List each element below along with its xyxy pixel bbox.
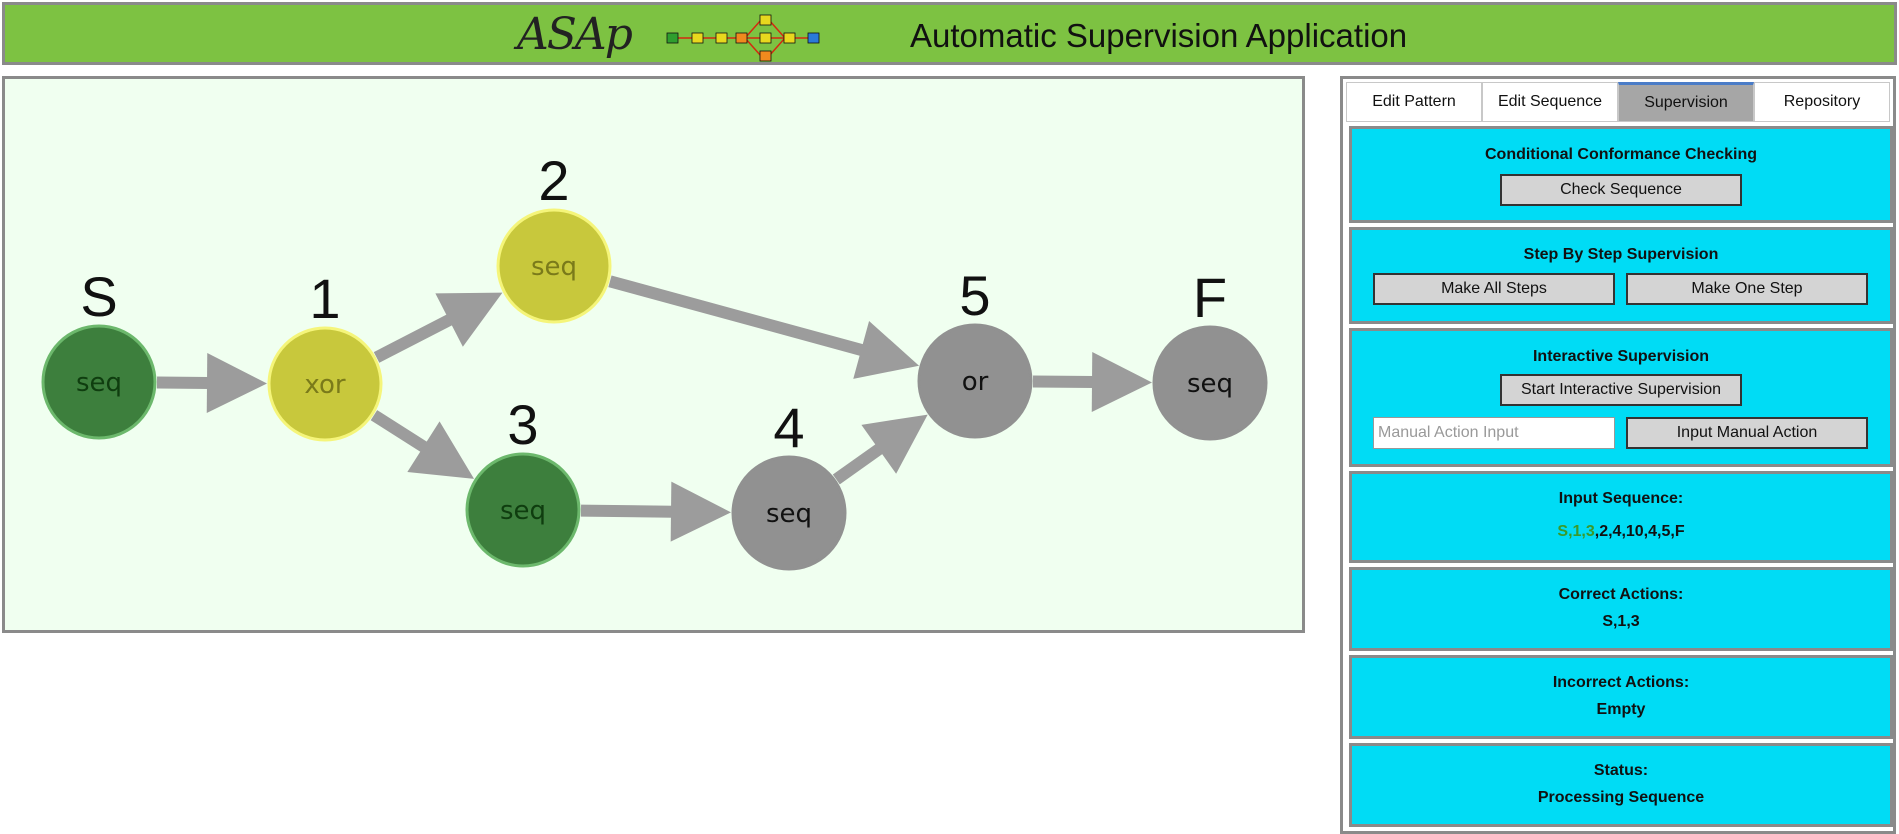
step-by-step-section: Step By Step Supervision Make All Steps … [1349, 227, 1893, 324]
node-type-label: seq [766, 499, 812, 529]
incorrect-actions-value: Empty [1596, 701, 1646, 718]
tab-bar: Edit Pattern Edit Sequence Supervision R… [1346, 82, 1890, 122]
graph-node-3[interactable]: seq 3 [465, 393, 581, 568]
input-sequence-title: Input Sequence: [1558, 490, 1684, 507]
status-title: Status: [1593, 762, 1649, 779]
correct-actions-title: Correct Actions: [1558, 586, 1684, 603]
make-all-steps-button[interactable]: Make All Steps [1373, 273, 1615, 305]
edge-1-3 [370, 410, 475, 479]
graph-node-S[interactable]: seq S [41, 265, 157, 440]
input-sequence-section: Input Sequence: S,1,3,2,4,10,4,5,F [1349, 471, 1893, 563]
node-type-label: seq [76, 368, 122, 398]
app-header: ASAp Automatic Supervision Application [2, 2, 1897, 65]
node-type-label: seq [1187, 369, 1233, 399]
node-id-label: 1 [309, 267, 340, 330]
app-logo-text: ASAp [517, 9, 633, 60]
app-title: Automatic Supervision Application [910, 17, 1408, 54]
edge-2-5 [608, 275, 920, 379]
edge-3-4 [580, 481, 732, 542]
step-by-step-title: Step By Step Supervision [1523, 246, 1719, 263]
graph-node-5[interactable]: or 5 [917, 264, 1033, 439]
status-section: Status: Processing Sequence [1349, 743, 1893, 827]
correct-actions-section: Correct Actions: S,1,3 [1349, 567, 1893, 651]
make-one-step-button[interactable]: Make One Step [1626, 273, 1868, 305]
edge-1-2 [373, 292, 503, 363]
node-id-label: 5 [959, 264, 990, 327]
tab-repository[interactable]: Repository [1754, 82, 1890, 122]
edge-5-F [1032, 351, 1153, 412]
tab-edit-sequence[interactable]: Edit Sequence [1482, 82, 1618, 122]
incorrect-actions-section: Incorrect Actions: Empty [1349, 655, 1893, 739]
interactive-section: Interactive Supervision Start Interactiv… [1349, 328, 1893, 467]
edge-S-1 [156, 352, 268, 413]
node-id-label: 2 [538, 149, 569, 212]
remaining-actions: ,2,4,10,4,5,F [1594, 523, 1685, 540]
graph-node-1[interactable]: xor 1 [267, 267, 383, 442]
incorrect-actions-title: Incorrect Actions: [1552, 674, 1690, 691]
node-type-label: seq [500, 496, 546, 526]
check-sequence-button[interactable]: Check Sequence [1500, 174, 1742, 206]
node-type-label: xor [304, 370, 345, 400]
node-id-label: 4 [773, 396, 804, 459]
manual-action-input[interactable] [1373, 417, 1615, 449]
logo-graph-icon [666, 14, 820, 62]
status-value: Processing Sequence [1537, 789, 1705, 806]
input-sequence-value: S,1,3,2,4,10,4,5,F [1352, 523, 1890, 541]
input-manual-action-button[interactable]: Input Manual Action [1626, 417, 1868, 449]
interactive-title: Interactive Supervision [1532, 348, 1710, 365]
graph-node-2[interactable]: seq 2 [496, 149, 612, 324]
start-interactive-button[interactable]: Start Interactive Supervision [1500, 374, 1742, 406]
tab-supervision[interactable]: Supervision [1618, 82, 1754, 122]
supervision-panel: Edit Pattern Edit Sequence Supervision R… [1340, 76, 1896, 834]
node-id-label: 3 [507, 393, 538, 456]
conformance-title: Conditional Conformance Checking [1484, 146, 1757, 163]
processed-actions: S,1,3 [1557, 523, 1595, 540]
node-id-label: S [80, 265, 117, 328]
graph-node-4[interactable]: seq 4 [731, 396, 847, 571]
correct-actions-value: S,1,3 [1602, 613, 1640, 630]
node-id-label: F [1193, 266, 1227, 329]
node-type-label: or [962, 367, 989, 397]
conformance-section: Conditional Conformance Checking Check S… [1349, 126, 1893, 223]
edge-4-5 [832, 414, 928, 485]
graph-node-F[interactable]: seq F [1152, 266, 1268, 441]
node-type-label: seq [531, 252, 577, 282]
tab-edit-pattern[interactable]: Edit Pattern [1346, 82, 1482, 122]
